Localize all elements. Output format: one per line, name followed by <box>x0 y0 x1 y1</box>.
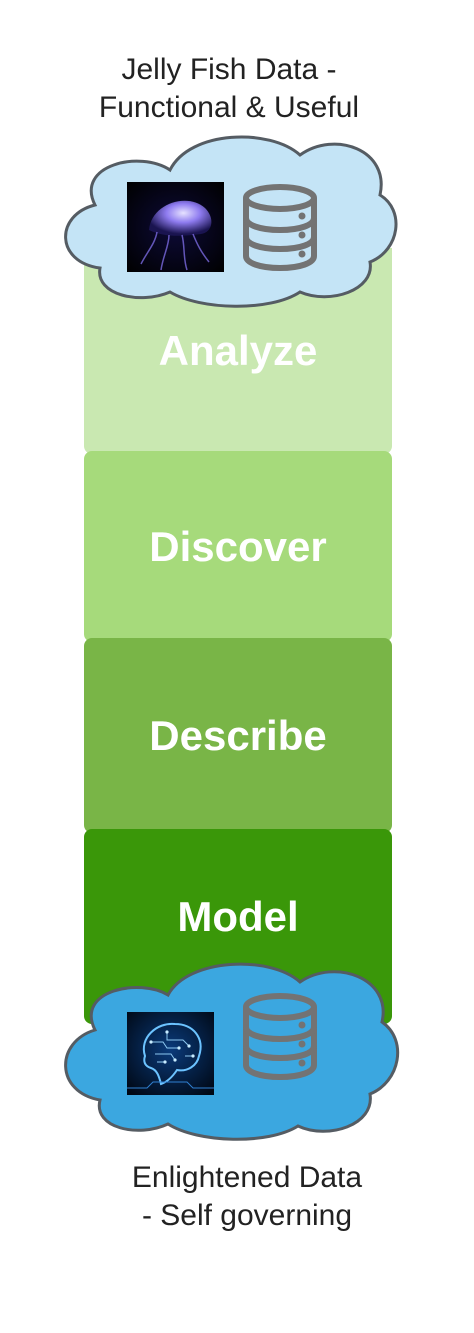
database-icon <box>243 184 317 272</box>
top-cloud <box>64 135 398 308</box>
database-icon <box>243 993 317 1081</box>
stage-discover: Discover <box>84 451 392 642</box>
stage-model-label: Model <box>177 892 299 940</box>
bottom-caption-line-2: - Self governing <box>141 1199 353 1232</box>
top-caption-line-1: Jelly Fish Data - <box>121 53 337 86</box>
top-cloud-shape <box>64 135 398 308</box>
stage-analyze-label: Analyze <box>158 327 318 374</box>
bottom-cloud-shape <box>64 962 400 1141</box>
stage-describe-label: Describe <box>149 711 327 759</box>
brain-circuit-image <box>127 1012 214 1095</box>
jellyfish-image <box>127 182 224 272</box>
bottom-cloud <box>64 962 400 1141</box>
bottom-caption-line-1: Enlightened Data <box>131 1161 363 1194</box>
bottom-caption: Enlightened Data - Self governing <box>10 1159 474 1235</box>
top-caption-line-2: Functional & Useful <box>98 91 360 124</box>
stage-describe: Describe <box>84 638 392 833</box>
top-caption: Jelly Fish Data - Functional & Useful <box>0 51 466 127</box>
stage-discover-label: Discover <box>149 522 327 570</box>
